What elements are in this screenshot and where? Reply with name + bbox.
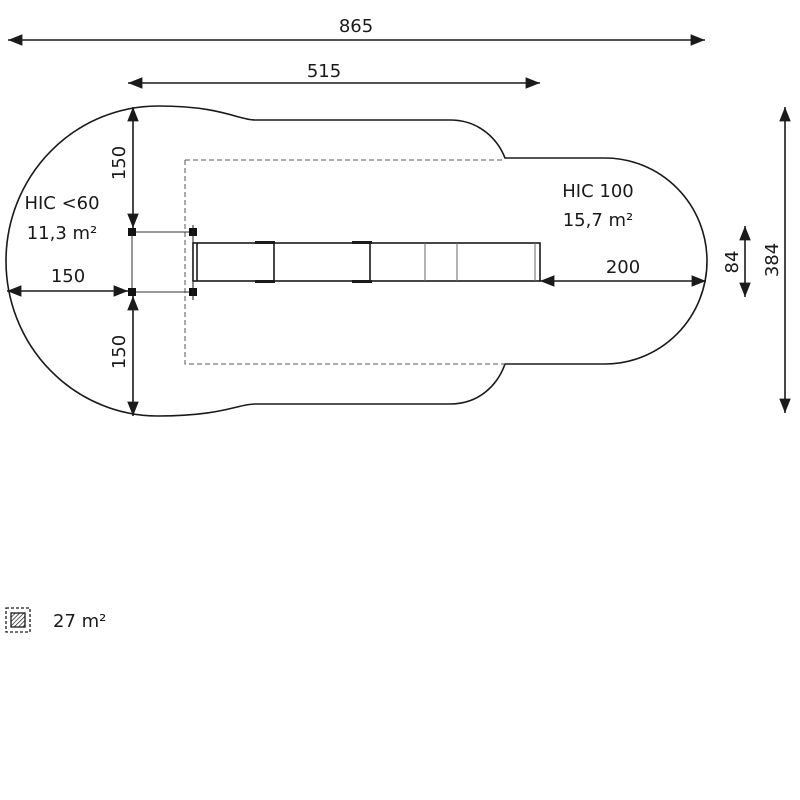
dim-150-bottom-label: 150 bbox=[109, 335, 130, 369]
dim-200-label: 200 bbox=[606, 257, 640, 278]
dim-384-label: 384 bbox=[762, 243, 783, 277]
dim-515-label: 515 bbox=[307, 61, 341, 82]
total-area-label: 27 m² bbox=[53, 611, 106, 632]
dim-150-top-label: 150 bbox=[109, 146, 130, 180]
fall-zone-dashed bbox=[184, 159, 505, 365]
right-zone-area: 15,7 m² bbox=[563, 210, 634, 231]
hatched-area-icon bbox=[5, 607, 31, 633]
left-zone-area: 11,3 m² bbox=[27, 223, 98, 244]
slide bbox=[192, 241, 541, 283]
platform bbox=[128, 228, 197, 296]
dim-150-left-label: 150 bbox=[51, 266, 85, 287]
safety-zone-outline bbox=[5, 105, 708, 417]
dim-865-label: 865 bbox=[339, 16, 373, 37]
left-zone-hic: HIC <60 bbox=[24, 193, 99, 214]
dim-84-label: 84 bbox=[722, 251, 743, 274]
right-zone-hic: HIC 100 bbox=[562, 181, 634, 202]
